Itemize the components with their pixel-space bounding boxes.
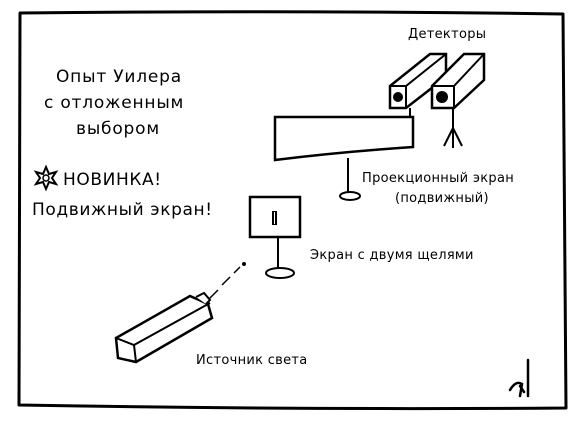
star-burst-icon — [33, 164, 59, 192]
double-slit-screen — [248, 195, 302, 279]
detectors-label: Детекторы — [408, 27, 486, 42]
double-slit-label: Экран с двумя щелями — [310, 248, 474, 263]
title-block: Опыт Уилера с отложенным выбором — [44, 67, 184, 139]
projection-screen-label-2: (подвижный) — [395, 191, 489, 206]
light-beam — [204, 266, 241, 304]
author-signature: ℳ — [508, 358, 530, 398]
light-source-label: Источник света — [196, 353, 308, 368]
title-line-1: Опыт Уилера — [56, 67, 182, 87]
projection-screen-label-1: Проекционный экран — [362, 171, 514, 186]
title-line-3: выбором — [76, 119, 160, 139]
panel-frame — [17, 10, 568, 411]
title-line-2: с отложенным — [44, 93, 184, 113]
new-label: НОВИНКА! — [63, 170, 162, 190]
light-source — [114, 291, 214, 364]
detector-right — [430, 52, 486, 148]
projection-screen — [273, 115, 415, 201]
moving-screen-label: Подвижный экран! — [32, 200, 213, 220]
